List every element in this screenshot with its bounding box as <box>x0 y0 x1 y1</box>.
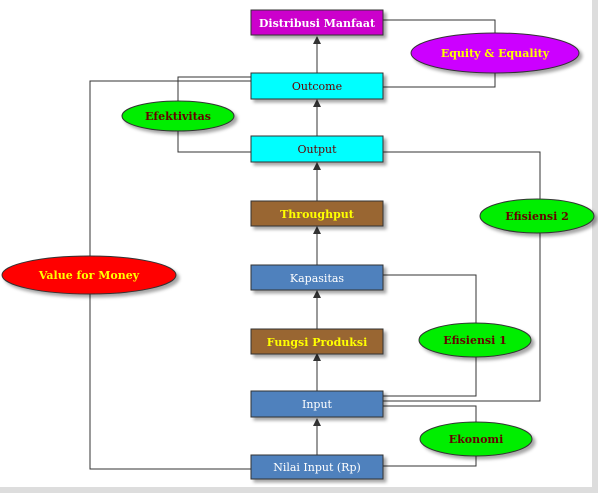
box-input <box>250 390 384 418</box>
label-value-for-money: Value for Money <box>38 269 140 282</box>
line-nilai-to-vfm <box>89 293 251 470</box>
label-throughput: Throughput <box>280 208 355 221</box>
label-outcome: Outcome <box>292 80 342 93</box>
label-input: Input <box>302 398 333 411</box>
line-input-to-ekonomi <box>383 405 477 422</box>
line-outcome-to-efektivitas <box>177 76 251 102</box>
line-nilai-to-ekonomi <box>383 456 477 467</box>
oval-efisiensi-2 <box>479 198 595 234</box>
box-outcome <box>250 72 384 100</box>
label-kapasitas: Kapasitas <box>290 272 345 285</box>
oval-efektivitas <box>121 100 235 132</box>
line-distribusi-to-equity <box>383 19 496 34</box>
oval-equity-equality <box>410 32 580 74</box>
line-input-to-efisiensi1 <box>383 357 477 397</box>
label-distribusi-manfaat: Distribusi Manfaat <box>259 17 376 30</box>
oval-efisiensi-1 <box>418 322 532 358</box>
label-ekonomi: Ekonomi <box>449 433 504 446</box>
line-outcome-to-equity <box>383 73 496 88</box>
box-kapasitas <box>250 264 384 291</box>
oval-shapes <box>1 32 595 457</box>
oval-value-for-money <box>1 255 177 295</box>
label-output: Output <box>297 143 337 156</box>
line-kapasitas-to-efisiensi1 <box>383 274 477 324</box>
label-fungsi-produksi: Fungsi Produksi <box>267 336 368 349</box>
oval-ekonomi <box>419 421 533 457</box>
label-efektivitas: Efektivitas <box>145 110 211 123</box>
label-equity-equality: Equity & Equality <box>441 47 550 60</box>
canvas-edge-shade <box>592 0 598 493</box>
canvas-edge-shade-bottom <box>0 487 598 493</box>
line-output-to-efektivitas <box>177 130 251 153</box>
line-outcome-to-vfm <box>89 80 251 256</box>
box-output <box>250 135 384 163</box>
box-distribusi-manfaat <box>250 9 384 36</box>
line-output-to-efisiensi2 <box>383 151 541 200</box>
box-nilai-input <box>250 454 384 480</box>
label-nilai-input: Nilai Input (Rp) <box>273 461 361 474</box>
box-fungsi-produksi <box>250 328 384 355</box>
box-throughput <box>250 200 384 227</box>
label-efisiensi-2: Efisiensi 2 <box>505 210 569 223</box>
line-input-to-efisiensi2 <box>383 232 541 402</box>
connector-lines <box>89 19 541 470</box>
label-efisiensi-1: Efisiensi 1 <box>443 334 507 347</box>
node-boxes <box>250 9 384 480</box>
